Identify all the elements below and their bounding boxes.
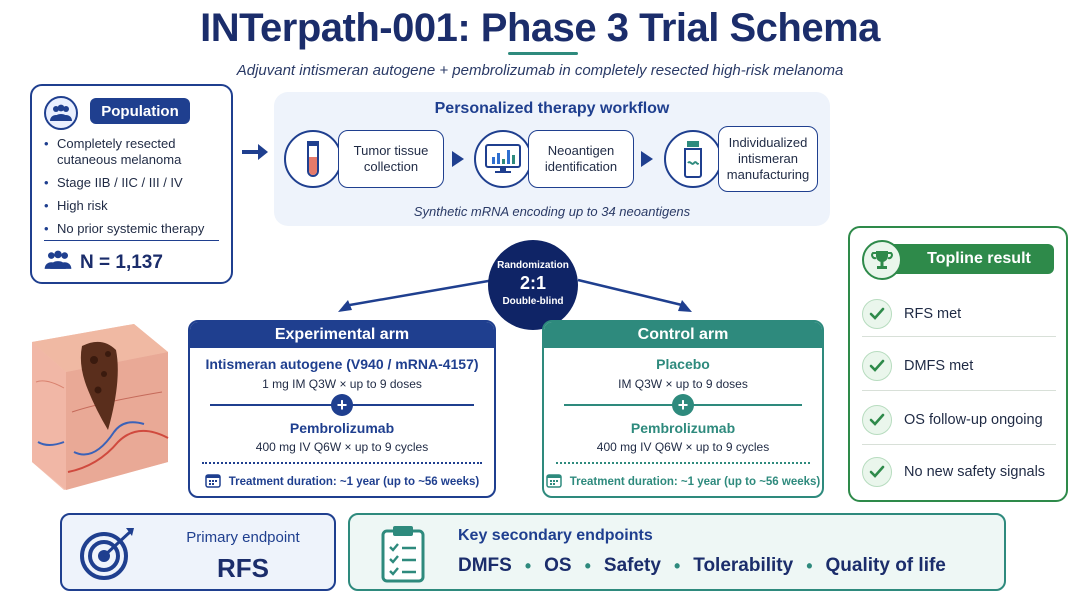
control-dose2: 400 mg IV Q6W × up to 9 cycles	[596, 440, 770, 454]
secondary-endpoint-item: OS	[544, 555, 572, 576]
separator-dot: •	[584, 555, 591, 576]
secondary-endpoint-item: Quality of life	[825, 555, 946, 576]
population-box: Population Completely resected cutaneous…	[30, 84, 233, 284]
dotted-divider	[202, 462, 482, 464]
randomization-ratio: 2:1	[519, 273, 546, 293]
people-icon	[44, 250, 72, 276]
dotted-divider	[556, 462, 810, 464]
plus-icon: +	[331, 394, 353, 416]
population-criteria-list: Completely resected cutaneous melanoma S…	[44, 136, 229, 244]
experimental-dose2: 400 mg IV Q6W × up to 9 cycles	[255, 440, 429, 454]
randomization-blinding: Double-blind	[502, 296, 564, 307]
primary-endpoint-box: Primary endpoint RFS	[60, 513, 336, 591]
title-accent-divider	[508, 52, 578, 55]
page-title: INTerpath-001: Phase 3 Trial Schema	[200, 6, 880, 50]
population-n-value: N = 1,137	[80, 252, 163, 273]
calendar-icon	[545, 472, 562, 491]
population-label: Population	[90, 98, 190, 124]
control-drug1: Placebo	[656, 356, 710, 372]
workflow-panel: Personalized therapy workflow Tumor tiss…	[274, 92, 830, 226]
criteria-item: High risk	[44, 198, 229, 214]
checkmark-icon	[862, 351, 892, 381]
control-duration: Treatment duration: ~1 year (up to ~56 w…	[544, 472, 822, 491]
workflow-step-tissue: Tumor tissue collection	[338, 130, 444, 188]
topline-item: DMFS met	[862, 340, 1058, 392]
checkmark-icon	[862, 457, 892, 487]
separator-dot: •	[806, 555, 813, 576]
clipboard-checklist-icon	[380, 523, 426, 588]
topline-item: No new safety signals	[862, 446, 1058, 498]
calendar-icon	[204, 472, 221, 491]
topline-item: RFS met	[862, 288, 1058, 340]
arrow-right-icon	[641, 151, 653, 167]
experimental-duration: Treatment duration: ~1 year (up to ~56 w…	[190, 472, 494, 491]
topline-item-text: RFS met	[904, 306, 962, 322]
secondary-endpoint-item: Safety	[603, 555, 661, 576]
experimental-drug2: Pembrolizumab	[289, 420, 395, 436]
workflow-step-neoantigen: Neoantigen identification	[528, 130, 634, 188]
experimental-duration-text: Treatment duration: ~1 year (up to ~56 w…	[228, 475, 480, 488]
primary-endpoint-label: Primary endpoint	[186, 529, 300, 546]
secondary-endpoints-box: Key secondary endpoints DMFS • OS • Safe…	[348, 513, 1006, 591]
checkmark-icon	[862, 405, 892, 435]
workflow-step-manufacturing: Individualized intismeran manufacturing	[718, 126, 818, 192]
control-arm-title: Control arm	[544, 322, 822, 348]
melanoma-skin-illustration	[32, 324, 169, 490]
control-dose1: IM Q3W × up to 9 doses	[618, 377, 748, 391]
experimental-arm-title: Experimental arm	[190, 322, 494, 348]
divider	[862, 336, 1056, 337]
topline-item-text: DMFS met	[904, 358, 974, 374]
arrow-right-icon	[452, 151, 464, 167]
population-count: N = 1,137	[44, 250, 163, 276]
control-duration-text: Treatment duration: ~1 year (up to ~56 w…	[569, 475, 821, 488]
trophy-icon	[862, 240, 902, 280]
criteria-item: Stage IIB / IIC / III / IV	[44, 175, 229, 191]
test-tube-icon	[284, 130, 342, 188]
computer-analysis-icon	[474, 130, 532, 188]
primary-endpoint-value: RFS	[217, 553, 269, 583]
separator-dot: •	[524, 555, 532, 576]
control-arm-card: Control arm Placebo IM Q3W × up to 9 dos…	[542, 320, 824, 498]
plus-icon: +	[672, 394, 694, 416]
vial-icon	[664, 130, 722, 188]
divider	[862, 390, 1056, 391]
page-subtitle: Adjuvant intismeran autogene + pembroliz…	[236, 62, 844, 79]
control-drug2: Pembrolizumab	[630, 420, 736, 436]
secondary-endpoint-item: DMFS	[458, 555, 512, 576]
secondary-endpoints-list: DMFS • OS • Safety • Tolerability • Qual…	[458, 555, 946, 577]
criteria-item: Completely resected cutaneous melanoma	[44, 136, 229, 168]
population-divider	[44, 240, 219, 241]
experimental-arm-card: Experimental arm Intismeran autogene (V9…	[188, 320, 496, 498]
secondary-endpoints-label: Key secondary endpoints	[458, 527, 653, 544]
topline-item: OS follow-up ongoing	[862, 394, 1058, 446]
divider	[862, 444, 1056, 445]
secondary-endpoint-item: Tolerability	[693, 555, 794, 576]
randomization-label: Randomization	[497, 260, 569, 271]
target-icon	[78, 524, 138, 587]
criteria-item: No prior systemic therapy	[44, 221, 229, 237]
arrow-right-icon	[240, 142, 270, 167]
topline-item-text: No new safety signals	[904, 464, 1046, 480]
workflow-footnote: Synthetic mRNA encoding up to 34 neoanti…	[413, 204, 691, 219]
randomization-badge: Randomization 2:1 Double-blind	[488, 240, 578, 330]
topline-result-panel: Topline result RFS met DMFS met OS follo…	[848, 226, 1068, 502]
topline-label: Topline result	[890, 244, 1054, 274]
people-icon	[44, 96, 78, 130]
randomization-connector	[338, 278, 692, 312]
experimental-dose1: 1 mg IM Q3W × up to 9 doses	[262, 377, 422, 391]
checkmark-icon	[862, 299, 892, 329]
experimental-drug1: Intismeran autogene (V940 / mRNA-4157)	[205, 356, 479, 372]
separator-dot: •	[673, 555, 681, 576]
workflow-title: Personalized therapy workflow	[434, 100, 670, 117]
topline-item-text: OS follow-up ongoing	[904, 412, 1043, 428]
